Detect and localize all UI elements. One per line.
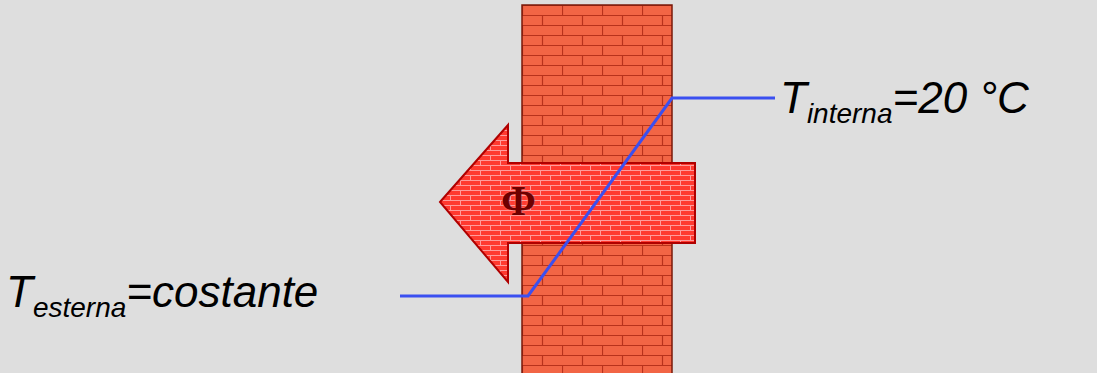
temperature-profile xyxy=(400,98,775,296)
heat-flow-arrow xyxy=(440,125,695,282)
heat-flux-symbol: Φ xyxy=(501,180,536,222)
subscript-label: esterna xyxy=(33,292,126,323)
temperature-label: T xyxy=(6,267,33,316)
external-temperature: Testerna=costante xyxy=(6,270,318,314)
temperature-label: =costante xyxy=(126,267,318,316)
temperature-label: T xyxy=(780,73,807,122)
subscript-label: interna xyxy=(807,98,893,129)
internal-temperature: Tinterna=20 °C xyxy=(780,76,1029,120)
temperature-label: =20 °C xyxy=(893,73,1029,122)
